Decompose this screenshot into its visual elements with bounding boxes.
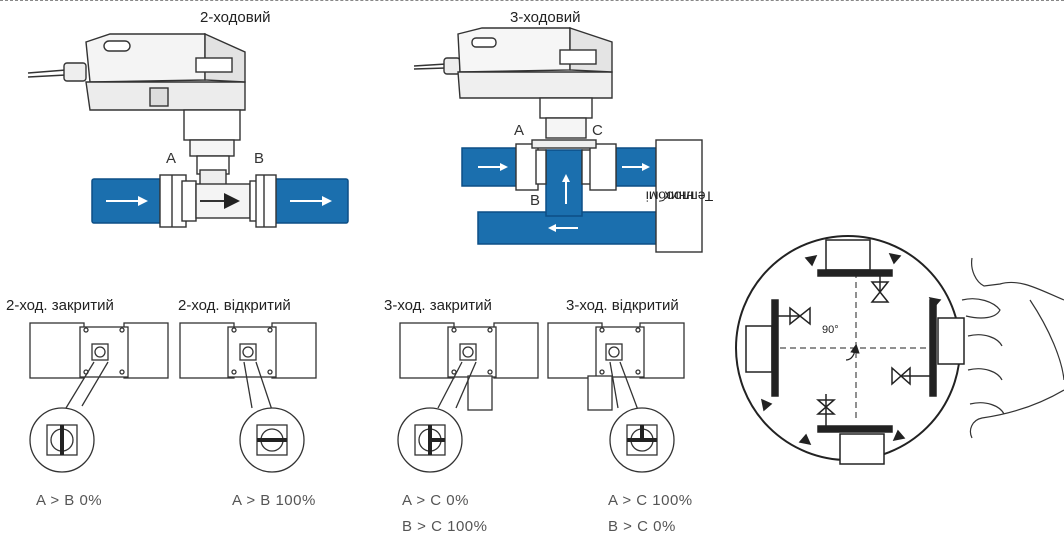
port-b-label-3way: B <box>530 192 541 209</box>
two-way-title: 2-ходовий <box>200 9 271 26</box>
heat-exchanger-line2: нник <box>664 188 694 205</box>
port-c-label-3way: C <box>592 122 603 139</box>
flow-3way-closed-ac: A > C 0% <box>402 492 469 509</box>
port-b-label-2way: B <box>254 150 265 167</box>
flow-2way-open: A > B 100% <box>232 492 316 509</box>
port-a-label-2way: A <box>166 150 177 167</box>
port-a-label-3way: A <box>514 122 525 139</box>
flow-2way-closed: A > B 0% <box>36 492 103 509</box>
heat-exchanger-box <box>655 139 703 253</box>
valve-state-diagrams <box>29 322 685 473</box>
three-way-valve-illustration <box>413 27 613 139</box>
state-label-3way-open: 3-ход. відкритий <box>566 297 679 314</box>
two-way-valve-illustration <box>27 32 246 193</box>
top-divider <box>0 0 1064 1</box>
state-label-2way-open: 2-ход. відкритий <box>178 297 291 314</box>
three-way-title: 3-ходовий <box>510 9 581 26</box>
mounting-orientation-diagram <box>735 235 965 465</box>
flow-3way-closed-bc: B > C 100% <box>402 518 488 535</box>
hand-illustration <box>961 257 1064 439</box>
three-way-pipes <box>461 147 661 245</box>
flow-3way-open-ac: A > C 100% <box>608 492 693 509</box>
angle-label: 90° <box>822 324 839 336</box>
flow-3way-open-bc: B > C 0% <box>608 518 676 535</box>
state-label-2way-closed: 2-ход. закритий <box>6 297 114 314</box>
state-label-3way-closed: 3-ход. закритий <box>384 297 492 314</box>
